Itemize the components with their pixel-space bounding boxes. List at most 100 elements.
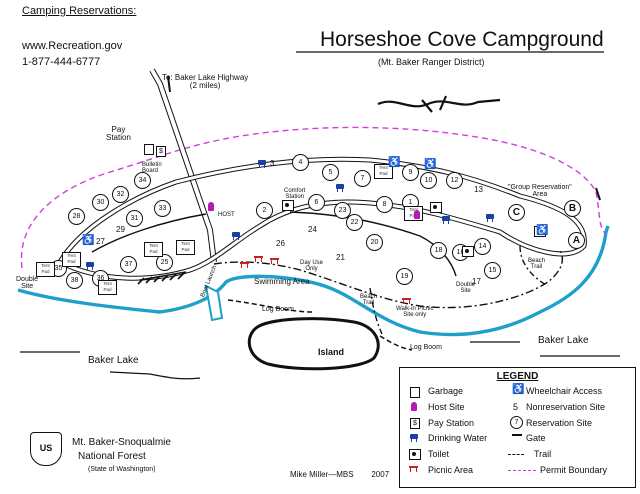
- picnic-table-icon: [254, 256, 263, 263]
- legend-item: Reservation Site: [526, 418, 593, 428]
- garbage-icon: [144, 144, 154, 155]
- legend-item: Drinking Water: [428, 433, 488, 443]
- parking-hatch: [137, 271, 187, 285]
- gate-icon: [512, 434, 522, 436]
- host-label: HOST: [218, 212, 235, 218]
- garbage-icon: [410, 387, 420, 398]
- drinking-water-icon: [336, 184, 344, 192]
- toilet-icon: [282, 200, 294, 211]
- gate: [167, 75, 601, 201]
- pay-station-icon: $: [156, 146, 166, 157]
- legend-title: LEGEND: [496, 371, 539, 382]
- drinking-water-icon: [410, 434, 418, 442]
- toilet-icon: [430, 202, 442, 213]
- campsite-marker[interactable]: 18: [430, 242, 447, 259]
- campsite-marker[interactable]: 37: [120, 256, 137, 273]
- legend-reservation-example: 7: [510, 416, 523, 429]
- campsite-marker[interactable]: 28: [68, 208, 85, 225]
- map-subtitle: (Mt. Baker Ranger District): [378, 57, 485, 67]
- tent-pad-marker: Tent Pad: [98, 280, 117, 295]
- pay-station-icon: $: [410, 418, 420, 429]
- picnic-table-icon: [409, 466, 418, 473]
- log-boom-upper-line: [227, 299, 313, 313]
- campsite-marker[interactable]: 10: [420, 172, 437, 189]
- campsite-marker[interactable]: 34: [134, 172, 151, 189]
- host-site-icon: [411, 402, 417, 411]
- site-label: 21: [336, 253, 345, 262]
- legend-item: Nonreservation Site: [526, 402, 606, 412]
- day-use-label: Day Use Only: [300, 260, 324, 272]
- forest-name-line1: Mt. Baker-Snoqualmie: [72, 437, 171, 448]
- inner-road-east: [289, 211, 457, 277]
- campsite-marker[interactable]: 31: [126, 210, 143, 227]
- legend-item: Trail: [534, 449, 552, 459]
- campsite-marker[interactable]: 2: [256, 202, 273, 219]
- campsite-marker[interactable]: 15: [484, 262, 501, 279]
- site-label: 3: [270, 159, 275, 168]
- drinking-water-icon: [86, 262, 94, 270]
- walk-in-picnic-label: Walk-in Picnic Site only: [396, 306, 434, 318]
- campsite-marker[interactable]: 30: [92, 194, 109, 211]
- pay-station-label: Pay Station: [106, 125, 131, 142]
- drinking-water-icon: [442, 216, 450, 224]
- toilet-icon: [409, 449, 421, 460]
- baker-lake-east-label: Baker Lake: [538, 335, 589, 346]
- site-label: 13: [474, 185, 483, 194]
- campsite-marker[interactable]: 25: [156, 254, 173, 271]
- wheelchair-icon: ♿: [388, 157, 401, 168]
- campsite-marker[interactable]: 5: [322, 164, 339, 181]
- site-label: 17: [472, 277, 481, 286]
- campsite-marker[interactable]: 6: [308, 194, 325, 211]
- tent-pad-marker: Tent Pad: [36, 262, 55, 277]
- wheelchair-icon: ♿: [512, 384, 525, 395]
- reservations-website[interactable]: www.Recreation.gov: [22, 40, 123, 52]
- tent-pad-marker: Tent Pad: [144, 242, 163, 257]
- group-reservation-label: "Group Reservation" Area: [508, 184, 572, 198]
- highway-road-fill: [150, 69, 216, 263]
- legend-item: Gate: [526, 433, 546, 443]
- reservation-site-marker[interactable]: A: [568, 232, 585, 249]
- double-site-west-label: Double Site: [16, 276, 39, 290]
- campsite-marker[interactable]: 8: [376, 196, 393, 213]
- site-label: 24: [308, 225, 317, 234]
- beach-trail-east: [519, 245, 549, 287]
- island: [247, 317, 380, 371]
- wheelchair-icon: ♿: [82, 235, 95, 246]
- campsite-marker[interactable]: 20: [366, 234, 383, 251]
- tent-pad-marker: Tent Pad: [374, 164, 393, 179]
- campground-loop-road-fill: [57, 157, 586, 280]
- toilet-icon: [534, 226, 546, 237]
- campsite-marker[interactable]: 23: [334, 202, 351, 219]
- double-site-east-label: Double Site: [456, 282, 476, 294]
- campsite-marker[interactable]: 33: [154, 200, 171, 217]
- host-site-icon: [414, 210, 420, 219]
- campsite-marker[interactable]: 19: [396, 268, 413, 285]
- campsite-marker[interactable]: 22: [346, 214, 363, 231]
- campsite-marker[interactable]: 12: [446, 172, 463, 189]
- drinking-water-icon: [258, 160, 266, 168]
- wheelchair-icon: ♿: [424, 159, 437, 170]
- logo-text: US: [39, 443, 53, 453]
- log-boom-upper-label: Log Boom: [262, 306, 294, 313]
- island-label: Island: [318, 347, 345, 357]
- picnic-table-icon: [402, 298, 411, 305]
- highway-label: To: Baker Lake Highway (2 miles): [162, 73, 249, 90]
- campsite-marker[interactable]: 32: [112, 186, 129, 203]
- drinking-water-icon: [486, 214, 494, 222]
- inner-road-west: [91, 213, 207, 253]
- picnic-table-icon: [270, 258, 279, 265]
- campsite-marker[interactable]: 4: [292, 154, 309, 171]
- campsite-marker[interactable]: 14: [474, 238, 491, 255]
- campsite-marker[interactable]: 38: [66, 272, 83, 289]
- campsite-marker[interactable]: 9: [402, 164, 419, 181]
- swimming-area-label: Swimming Area: [254, 277, 310, 286]
- beach-trail-mid-label: Beach Trail: [360, 294, 378, 306]
- log-boom-lower-label: Log Boom: [410, 344, 442, 351]
- tent-pad-marker: Tent Pad: [176, 240, 195, 255]
- reservation-site-marker[interactable]: C: [508, 204, 525, 221]
- reservation-site-marker[interactable]: B: [564, 200, 581, 217]
- legend-item: Picnic Area: [428, 465, 474, 475]
- campsite-marker[interactable]: 7: [354, 170, 371, 187]
- legend-item: Toilet: [428, 449, 450, 459]
- toilet-icon: [462, 246, 474, 257]
